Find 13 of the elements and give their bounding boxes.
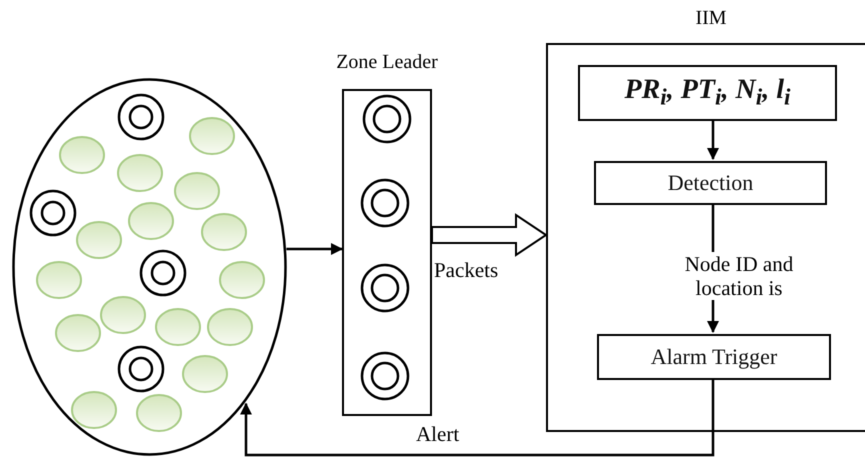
arrow	[240, 378, 714, 456]
arrow	[707, 119, 719, 160]
node-label: Detection	[668, 170, 754, 196]
process-box	[597, 334, 831, 380]
process-box	[578, 65, 837, 121]
node-heading: IIM	[695, 7, 727, 30]
node-label: PR$_{i}$, PT$_{i}$, N$_{i}$, l$_{i}$	[624, 74, 790, 112]
node-label: Alarm Trigger	[650, 344, 778, 370]
cluster-ellipse	[12, 78, 287, 456]
arrow	[286, 243, 343, 255]
process-box	[594, 161, 827, 205]
block-arrow	[431, 213, 548, 257]
node-heading: Zone Leader	[336, 51, 438, 74]
